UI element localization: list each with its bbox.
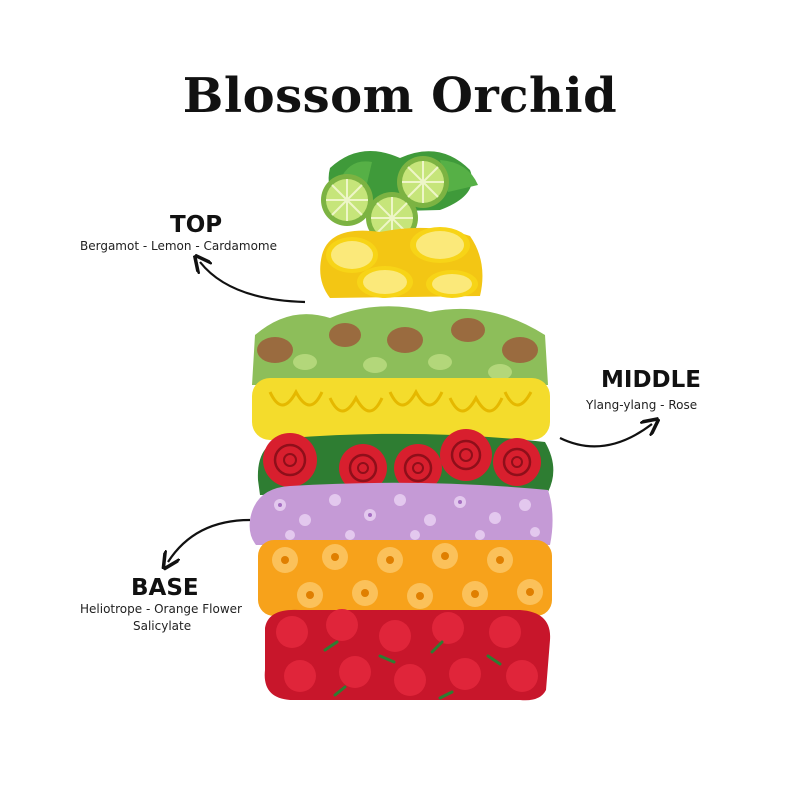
cardamom-pod-icon: [451, 318, 485, 342]
lemon-slice-icon: [357, 266, 413, 298]
cardamom-pod-icon: [387, 327, 423, 353]
raspberry-icon: [449, 658, 481, 690]
rose-icon: [493, 438, 541, 486]
base-note-ingredients: Heliotrope - Orange Flower: [80, 601, 242, 617]
rose-icon: [263, 433, 317, 487]
cardamom-pod-icon: [257, 337, 293, 363]
heliotrope-layer: [250, 483, 553, 545]
raspberry-icon: [339, 656, 371, 688]
ylang-ylang-layer: [252, 378, 550, 440]
base-arrow: [168, 520, 250, 562]
middle-note-ingredients: Ylang-ylang - Rose: [586, 397, 697, 413]
lemon-slice-icon: [410, 227, 470, 263]
cardamom-layer: [252, 306, 548, 385]
raspberry-layer: [265, 609, 550, 700]
raspberry-icon: [326, 609, 358, 641]
base-note-ingredients-line2: Salicylate: [133, 618, 191, 634]
raspberry-icon: [379, 620, 411, 652]
lemon-slice-icon: [326, 237, 378, 273]
top-note-ingredients: Bergamot - Lemon - Cardamome: [80, 238, 277, 254]
top-arrow: [200, 262, 305, 302]
lemon-slice-icon: [426, 270, 478, 298]
top-note-heading: TOP: [170, 212, 222, 238]
cardamom-pod-icon: [329, 323, 361, 347]
middle-arrow: [560, 424, 652, 446]
raspberry-icon: [276, 616, 308, 648]
raspberry-icon: [432, 612, 464, 644]
middle-note-heading: MIDDLE: [601, 367, 701, 393]
lemon-layer: [320, 227, 482, 298]
base-note-heading: BASE: [131, 575, 199, 601]
raspberry-icon: [394, 664, 426, 696]
rose-icon: [440, 429, 492, 481]
raspberry-icon: [506, 660, 538, 692]
orange-flower-layer: [258, 540, 552, 616]
cardamom-pod-icon: [502, 337, 538, 363]
raspberry-icon: [284, 660, 316, 692]
raspberry-icon: [489, 616, 521, 648]
lime-slice-icon: [321, 174, 373, 226]
